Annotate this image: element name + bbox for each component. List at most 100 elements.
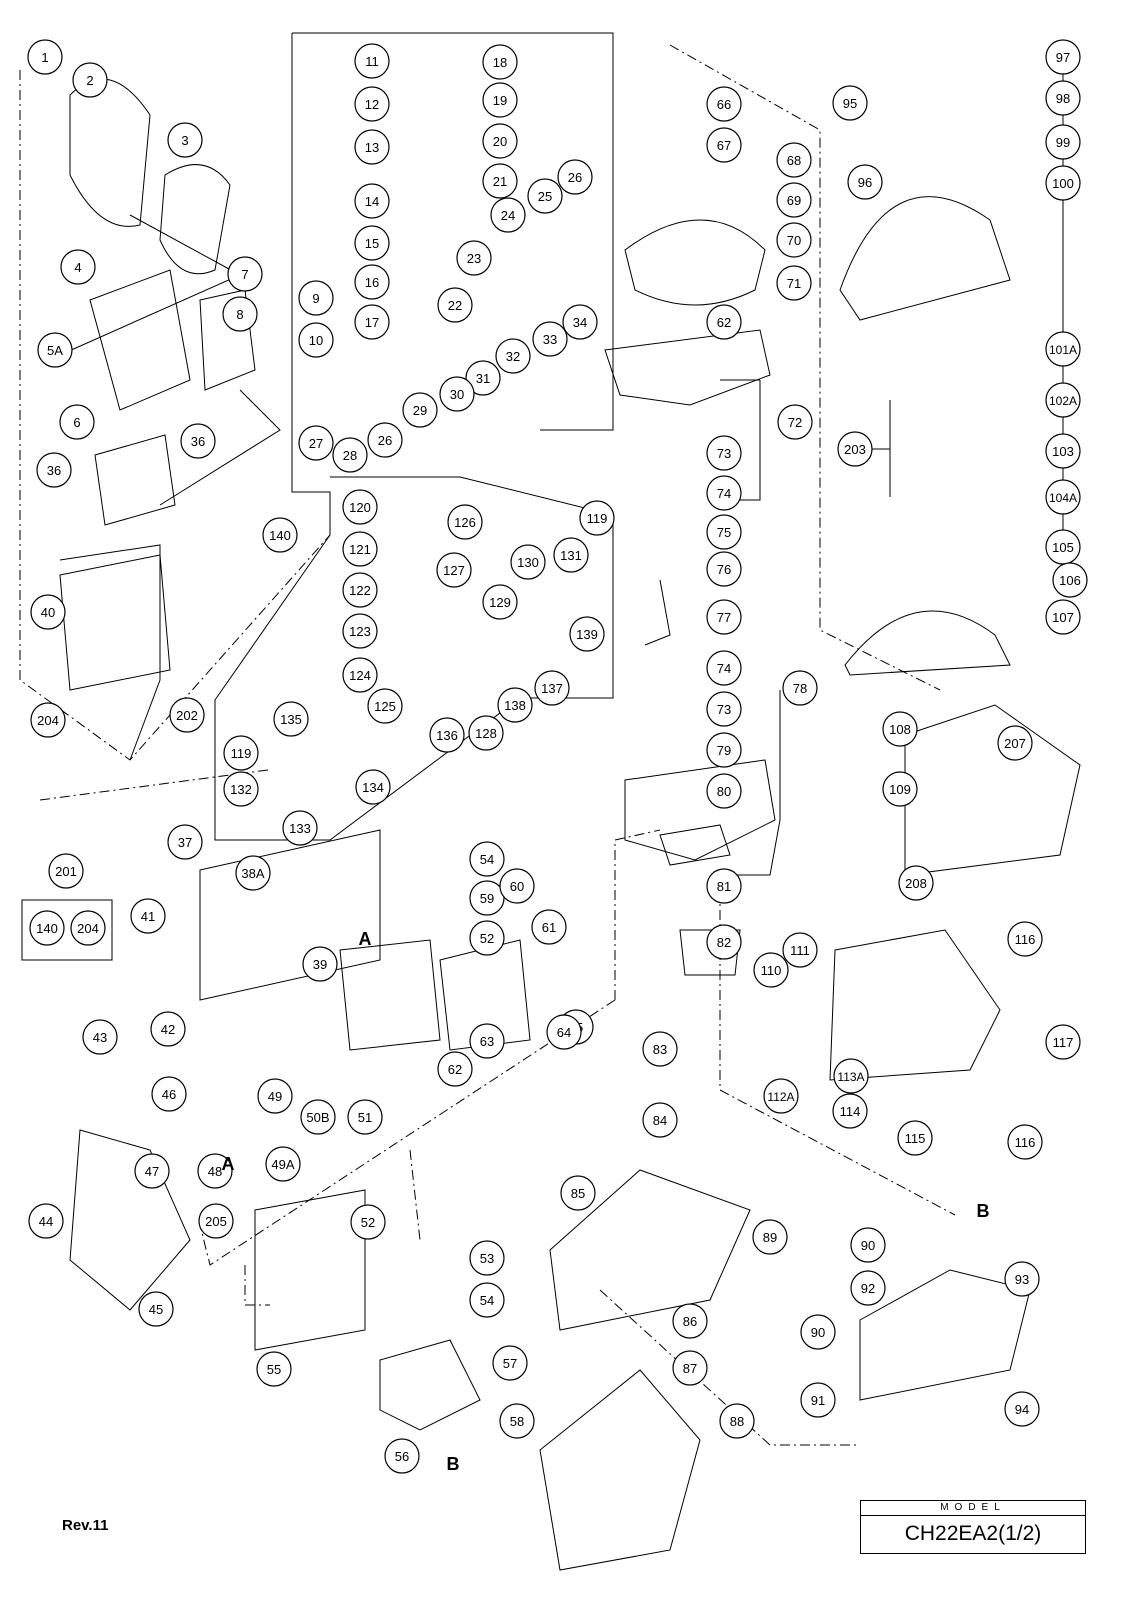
callout-number: 21 xyxy=(493,174,507,189)
callout-number: 85 xyxy=(571,1186,585,1201)
callout-number: 34 xyxy=(573,315,587,330)
callout-13: 13 xyxy=(354,129,390,165)
callout-number: 30 xyxy=(450,387,464,402)
callout-97: 97 xyxy=(1045,39,1081,75)
callout-number: 110 xyxy=(761,963,782,978)
callout-number: 3 xyxy=(181,133,188,148)
callout-circle xyxy=(1045,80,1081,116)
callout-number: 208 xyxy=(905,876,927,891)
callout-49A: 49A xyxy=(265,1146,301,1182)
callout-52: 52 xyxy=(469,920,505,956)
callout-number: 204 xyxy=(37,713,59,728)
callout-circle xyxy=(776,265,812,301)
callout-10: 10 xyxy=(298,322,334,358)
callout-circle xyxy=(531,909,567,945)
callout-circle xyxy=(1007,921,1043,957)
callout-number: 119 xyxy=(231,746,252,761)
model-value: CH22EA2(1/2) xyxy=(904,1522,1042,1545)
callout-circle xyxy=(235,855,271,891)
callout-circle xyxy=(138,1291,174,1327)
callout-90: 90 xyxy=(800,1314,836,1350)
callout-circle xyxy=(560,1175,596,1211)
callout-37: 37 xyxy=(167,824,203,860)
callout-circle xyxy=(222,296,258,332)
callout-circle xyxy=(342,531,378,567)
callout-92: 92 xyxy=(850,1270,886,1306)
callout-circle xyxy=(82,1019,118,1055)
callout-circle xyxy=(342,613,378,649)
callout-circle xyxy=(167,122,203,158)
callout-circle xyxy=(706,475,742,511)
callout-110: 110 xyxy=(753,952,789,988)
callout-circle xyxy=(367,688,403,724)
callout-number: 136 xyxy=(436,728,458,743)
callout-17: 17 xyxy=(354,304,390,340)
callout-number: 39 xyxy=(313,957,327,972)
callout-number: 123 xyxy=(349,624,371,639)
callout-circle xyxy=(151,1076,187,1112)
callout-number: 95 xyxy=(843,96,857,111)
callout-95: 95 xyxy=(832,85,868,121)
callout-number: 49A xyxy=(271,1157,294,1172)
callout-circle xyxy=(1045,331,1081,367)
callout-11: 11 xyxy=(354,43,390,79)
callout-number: 36 xyxy=(47,463,61,478)
callout-number: 72 xyxy=(788,415,802,430)
callout-number: 51 xyxy=(358,1110,372,1125)
callout-circle xyxy=(342,657,378,693)
callout-53: 53 xyxy=(469,1240,505,1276)
callout-number: 107 xyxy=(1052,610,1074,625)
callout-circle xyxy=(72,62,108,98)
callout-number: 59 xyxy=(480,891,494,906)
callout-circle xyxy=(562,304,598,340)
callout-circle xyxy=(898,865,934,901)
callout-circle xyxy=(28,1203,64,1239)
callout-circle xyxy=(354,183,390,219)
callout-circle xyxy=(1052,562,1088,598)
callout-91: 91 xyxy=(800,1382,836,1418)
callout-number: 14 xyxy=(365,194,379,209)
callout-131: 131 xyxy=(553,537,589,573)
callout-number: 77 xyxy=(717,610,731,625)
callout-79: 79 xyxy=(706,732,742,768)
callout-number: 5A xyxy=(47,343,63,358)
callout-circle xyxy=(777,404,813,440)
callout-circle xyxy=(706,551,742,587)
callout-15: 15 xyxy=(354,225,390,261)
callout-60: 60 xyxy=(499,868,535,904)
connection-marker-B: B xyxy=(977,1201,990,1221)
callout-circle xyxy=(763,1078,799,1114)
callout-number: 129 xyxy=(489,595,511,610)
callout-85: 85 xyxy=(560,1175,596,1211)
callout-26: 26 xyxy=(367,422,403,458)
callout-30: 30 xyxy=(439,376,475,412)
callout-circle xyxy=(60,249,96,285)
callout-circle xyxy=(468,715,504,751)
callout-202: 202 xyxy=(169,697,205,733)
callout-circle xyxy=(1045,382,1081,418)
callout-circle xyxy=(499,868,535,904)
callout-circle xyxy=(282,810,318,846)
callout-71: 71 xyxy=(776,265,812,301)
callout-number: 74 xyxy=(717,486,731,501)
callout-circle xyxy=(437,1051,473,1087)
callout-36: 36 xyxy=(36,452,72,488)
callout-number: 104A xyxy=(1049,491,1077,505)
callout-circle xyxy=(706,868,742,904)
callout-54: 54 xyxy=(469,1282,505,1318)
callout-number: 26 xyxy=(378,433,392,448)
callout-76: 76 xyxy=(706,551,742,587)
callout-126: 126 xyxy=(447,504,483,540)
callout-circle xyxy=(832,85,868,121)
callout-number: 92 xyxy=(861,1281,875,1296)
callout-circle xyxy=(354,225,390,261)
callout-number: 126 xyxy=(454,515,476,530)
callout-number: 98 xyxy=(1056,91,1070,106)
callout-number: 112A xyxy=(767,1090,794,1104)
callout-circle xyxy=(302,946,338,982)
callout-number: 96 xyxy=(858,175,872,190)
callout-70: 70 xyxy=(776,222,812,258)
callout-54: 54 xyxy=(469,841,505,877)
callout-circle xyxy=(482,123,518,159)
callout-number: 122 xyxy=(349,583,371,598)
